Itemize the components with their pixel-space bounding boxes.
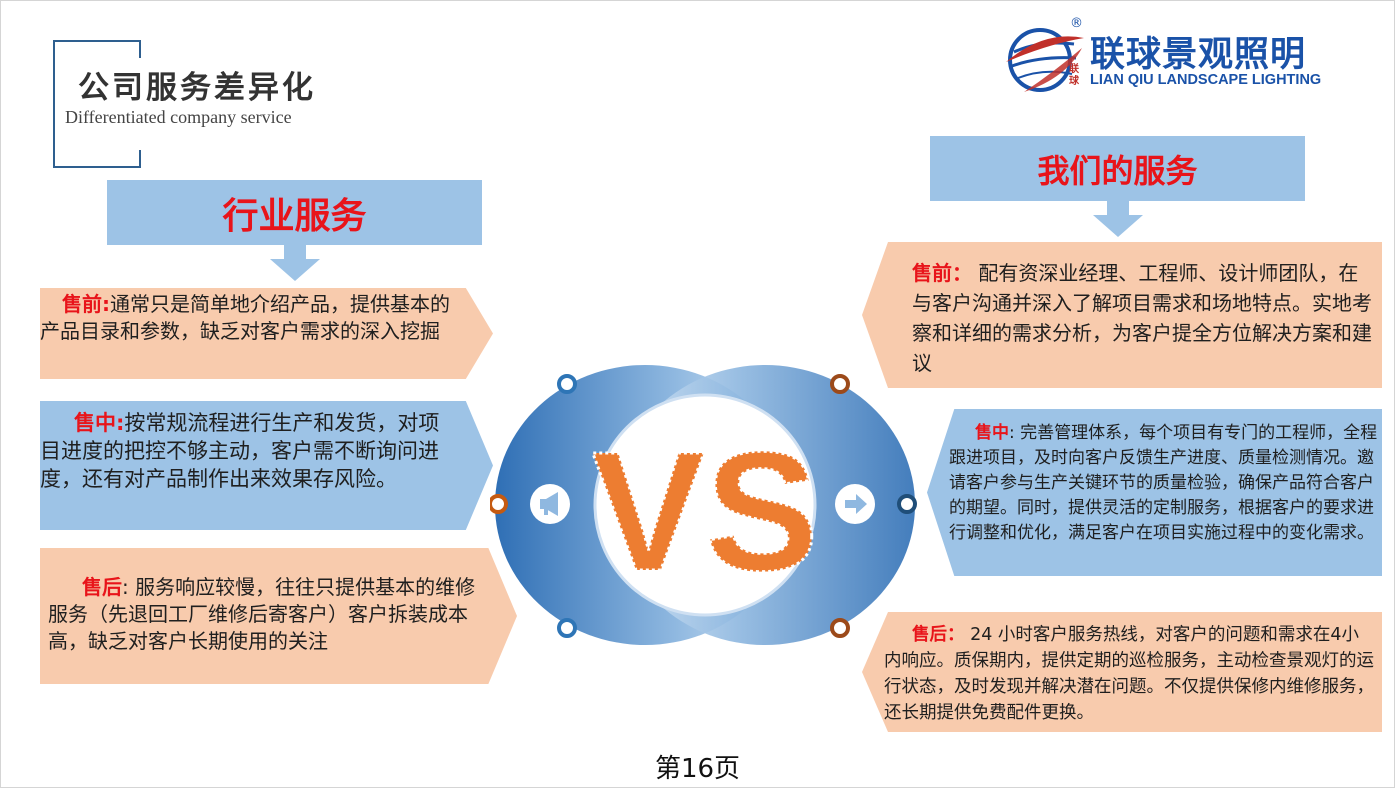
left-heading-arrow-stem bbox=[284, 245, 306, 259]
right-heading: 我们的服务 bbox=[930, 136, 1305, 201]
left-item-aftersale-text: : 服务响应较慢，往往只提供基本的维修服务（先退回工厂维修后寄客户）客户拆装成本… bbox=[48, 575, 476, 653]
left-item-insale: 售中:按常规流程进行生产和发货，对项目进度的把控不够主动，客户需不断询问进度，还… bbox=[40, 401, 493, 530]
left-item-presale-label: 售前: bbox=[62, 292, 110, 316]
company-logo: ® 联球 联球景观照明 LIAN QIU LANDSCAPE LIGHTING bbox=[1004, 16, 1354, 96]
right-heading-arrow-stem bbox=[1107, 201, 1129, 215]
logo-name-en: LIAN QIU LANDSCAPE LIGHTING bbox=[1090, 72, 1322, 88]
logo-mark-text: 联球 bbox=[1069, 64, 1079, 87]
page-subtitle: Differentiated company service bbox=[65, 107, 292, 127]
registered-mark: ® bbox=[1070, 16, 1083, 31]
logo-name-cn: 联球景观照明 bbox=[1090, 35, 1307, 75]
right-item-presale: 售前： 配有资深业经理、工程师、设计师团队，在与客户沟通并深入了解项目需求和场地… bbox=[862, 242, 1382, 388]
right-item-insale-label: 售中 bbox=[975, 423, 1009, 443]
right-heading-arrow-icon bbox=[1093, 215, 1143, 237]
ring-dot-top-left bbox=[557, 374, 577, 394]
left-heading: 行业服务 bbox=[107, 180, 482, 245]
page-number: 第16页 bbox=[654, 754, 741, 784]
vs-text: VS bbox=[592, 417, 819, 607]
ring-dot-bottom-left bbox=[557, 618, 577, 638]
right-item-insale: 售中: 完善管理体系，每个项目有专门的工程师，全程跟进项目，及时向客户反馈生产进… bbox=[927, 409, 1382, 576]
arrow-right-icon bbox=[835, 484, 875, 524]
vs-rings: VS bbox=[488, 365, 917, 645]
right-item-presale-text: 配有资深业经理、工程师、设计师团队，在与客户沟通并深入了解项目需求和场地特点。实… bbox=[912, 261, 1372, 375]
megaphone-icon bbox=[530, 484, 570, 524]
left-item-insale-text: 按常规流程进行生产和发货，对项目进度的把控不够主动，客户需不断询问进度，还有对产… bbox=[40, 411, 440, 491]
left-item-insale-label: 售中: bbox=[74, 411, 125, 435]
ring-dot-mid-right bbox=[897, 494, 917, 514]
vs-graphic: VS bbox=[488, 360, 920, 650]
page-title: 公司服务差异化 bbox=[78, 70, 316, 106]
left-item-presale: 售前:通常只是简单地介绍产品，提供基本的产品目录和参数，缺乏对客户需求的深入挖掘 bbox=[40, 288, 493, 379]
right-item-insale-text: : 完善管理体系，每个项目有专门的工程师，全程跟进项目，及时向客户反馈生产进度、… bbox=[949, 423, 1378, 543]
right-item-aftersale: 售后： 24 小时客户服务热线，对客户的问题和需求在4小内响应。质保期内，提供定… bbox=[862, 612, 1382, 732]
left-heading-arrow-icon bbox=[270, 259, 320, 281]
left-item-presale-text: 通常只是简单地介绍产品，提供基本的产品目录和参数，缺乏对客户需求的深入挖掘 bbox=[40, 292, 450, 343]
left-item-aftersale-label: 售后 bbox=[82, 575, 122, 599]
right-item-aftersale-label: 售后： bbox=[912, 625, 965, 645]
right-item-aftersale-text: 24 小时客户服务热线，对客户的问题和需求在4小内响应。质保期内，提供定期的巡检… bbox=[884, 625, 1374, 723]
logo-globe-icon bbox=[1006, 28, 1084, 92]
right-item-presale-label: 售前： bbox=[912, 261, 972, 285]
ring-dot-mid-left bbox=[488, 494, 508, 514]
title-bracket bbox=[53, 40, 141, 168]
left-item-aftersale: 售后: 服务响应较慢，往往只提供基本的维修服务（先退回工厂维修后寄客户）客户拆装… bbox=[40, 548, 517, 684]
ring-dot-top-right bbox=[830, 374, 850, 394]
ring-dot-bottom-right bbox=[830, 618, 850, 638]
